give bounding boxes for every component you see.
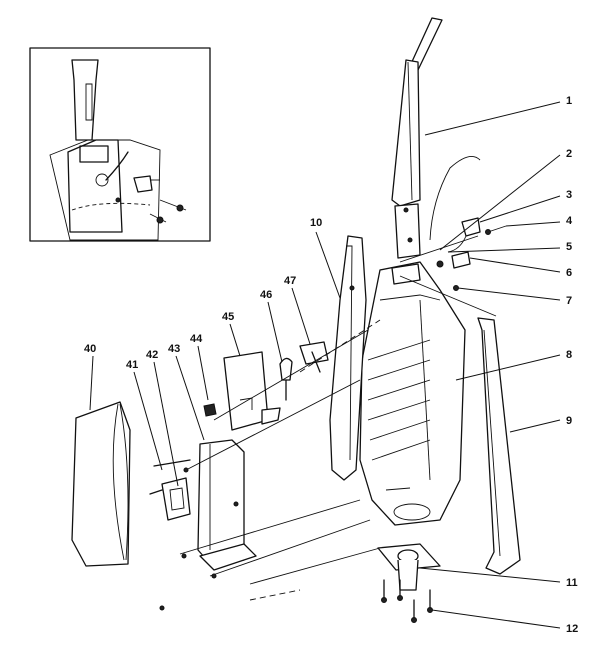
part-44-block xyxy=(203,403,217,417)
label-4: 4 xyxy=(566,215,573,227)
label-6: 6 xyxy=(566,267,572,279)
label-41: 41 xyxy=(126,359,138,371)
label-11: 11 xyxy=(566,577,578,589)
label-42: 42 xyxy=(146,349,158,361)
label-9: 9 xyxy=(566,415,572,427)
part-45-bracket xyxy=(223,351,281,431)
label-43: 43 xyxy=(168,343,180,355)
label-5: 5 xyxy=(566,241,572,253)
label-1: 1 xyxy=(566,95,572,107)
label-44: 44 xyxy=(190,333,203,345)
label-10: 10 xyxy=(310,217,322,229)
label-46: 46 xyxy=(260,289,272,301)
part-1-handle xyxy=(391,17,443,259)
assembly-guide-lines xyxy=(159,235,497,611)
inset-frame xyxy=(29,47,211,242)
part-40-dust-bag xyxy=(71,401,131,567)
part-labels: 1 2 3 4 5 6 7 8 9 11 12 10 40 41 42 43 4… xyxy=(84,95,578,635)
part-43-bag-housing xyxy=(197,439,257,571)
small-hardware-parts xyxy=(429,155,507,291)
part-10-left-panel xyxy=(329,235,367,481)
label-12: 12 xyxy=(566,623,578,635)
part-9-right-panel xyxy=(477,317,521,575)
part-41-42-bag-collar xyxy=(149,459,191,521)
label-3: 3 xyxy=(566,189,572,201)
label-45: 45 xyxy=(222,311,234,323)
part-6-socket xyxy=(451,251,471,269)
label-40: 40 xyxy=(84,343,96,355)
part-8-body-housing xyxy=(359,261,466,526)
part-5-nut xyxy=(436,260,444,268)
inset-detail xyxy=(29,47,211,242)
leader-lines xyxy=(89,101,561,629)
label-7: 7 xyxy=(566,295,572,307)
label-47: 47 xyxy=(284,275,296,287)
part-11-bottom-plate xyxy=(377,543,441,591)
part-46-latch xyxy=(279,357,293,401)
label-2: 2 xyxy=(566,148,572,160)
label-8: 8 xyxy=(566,349,572,361)
part-7-screw xyxy=(453,285,459,291)
part-4-screw xyxy=(487,225,507,233)
